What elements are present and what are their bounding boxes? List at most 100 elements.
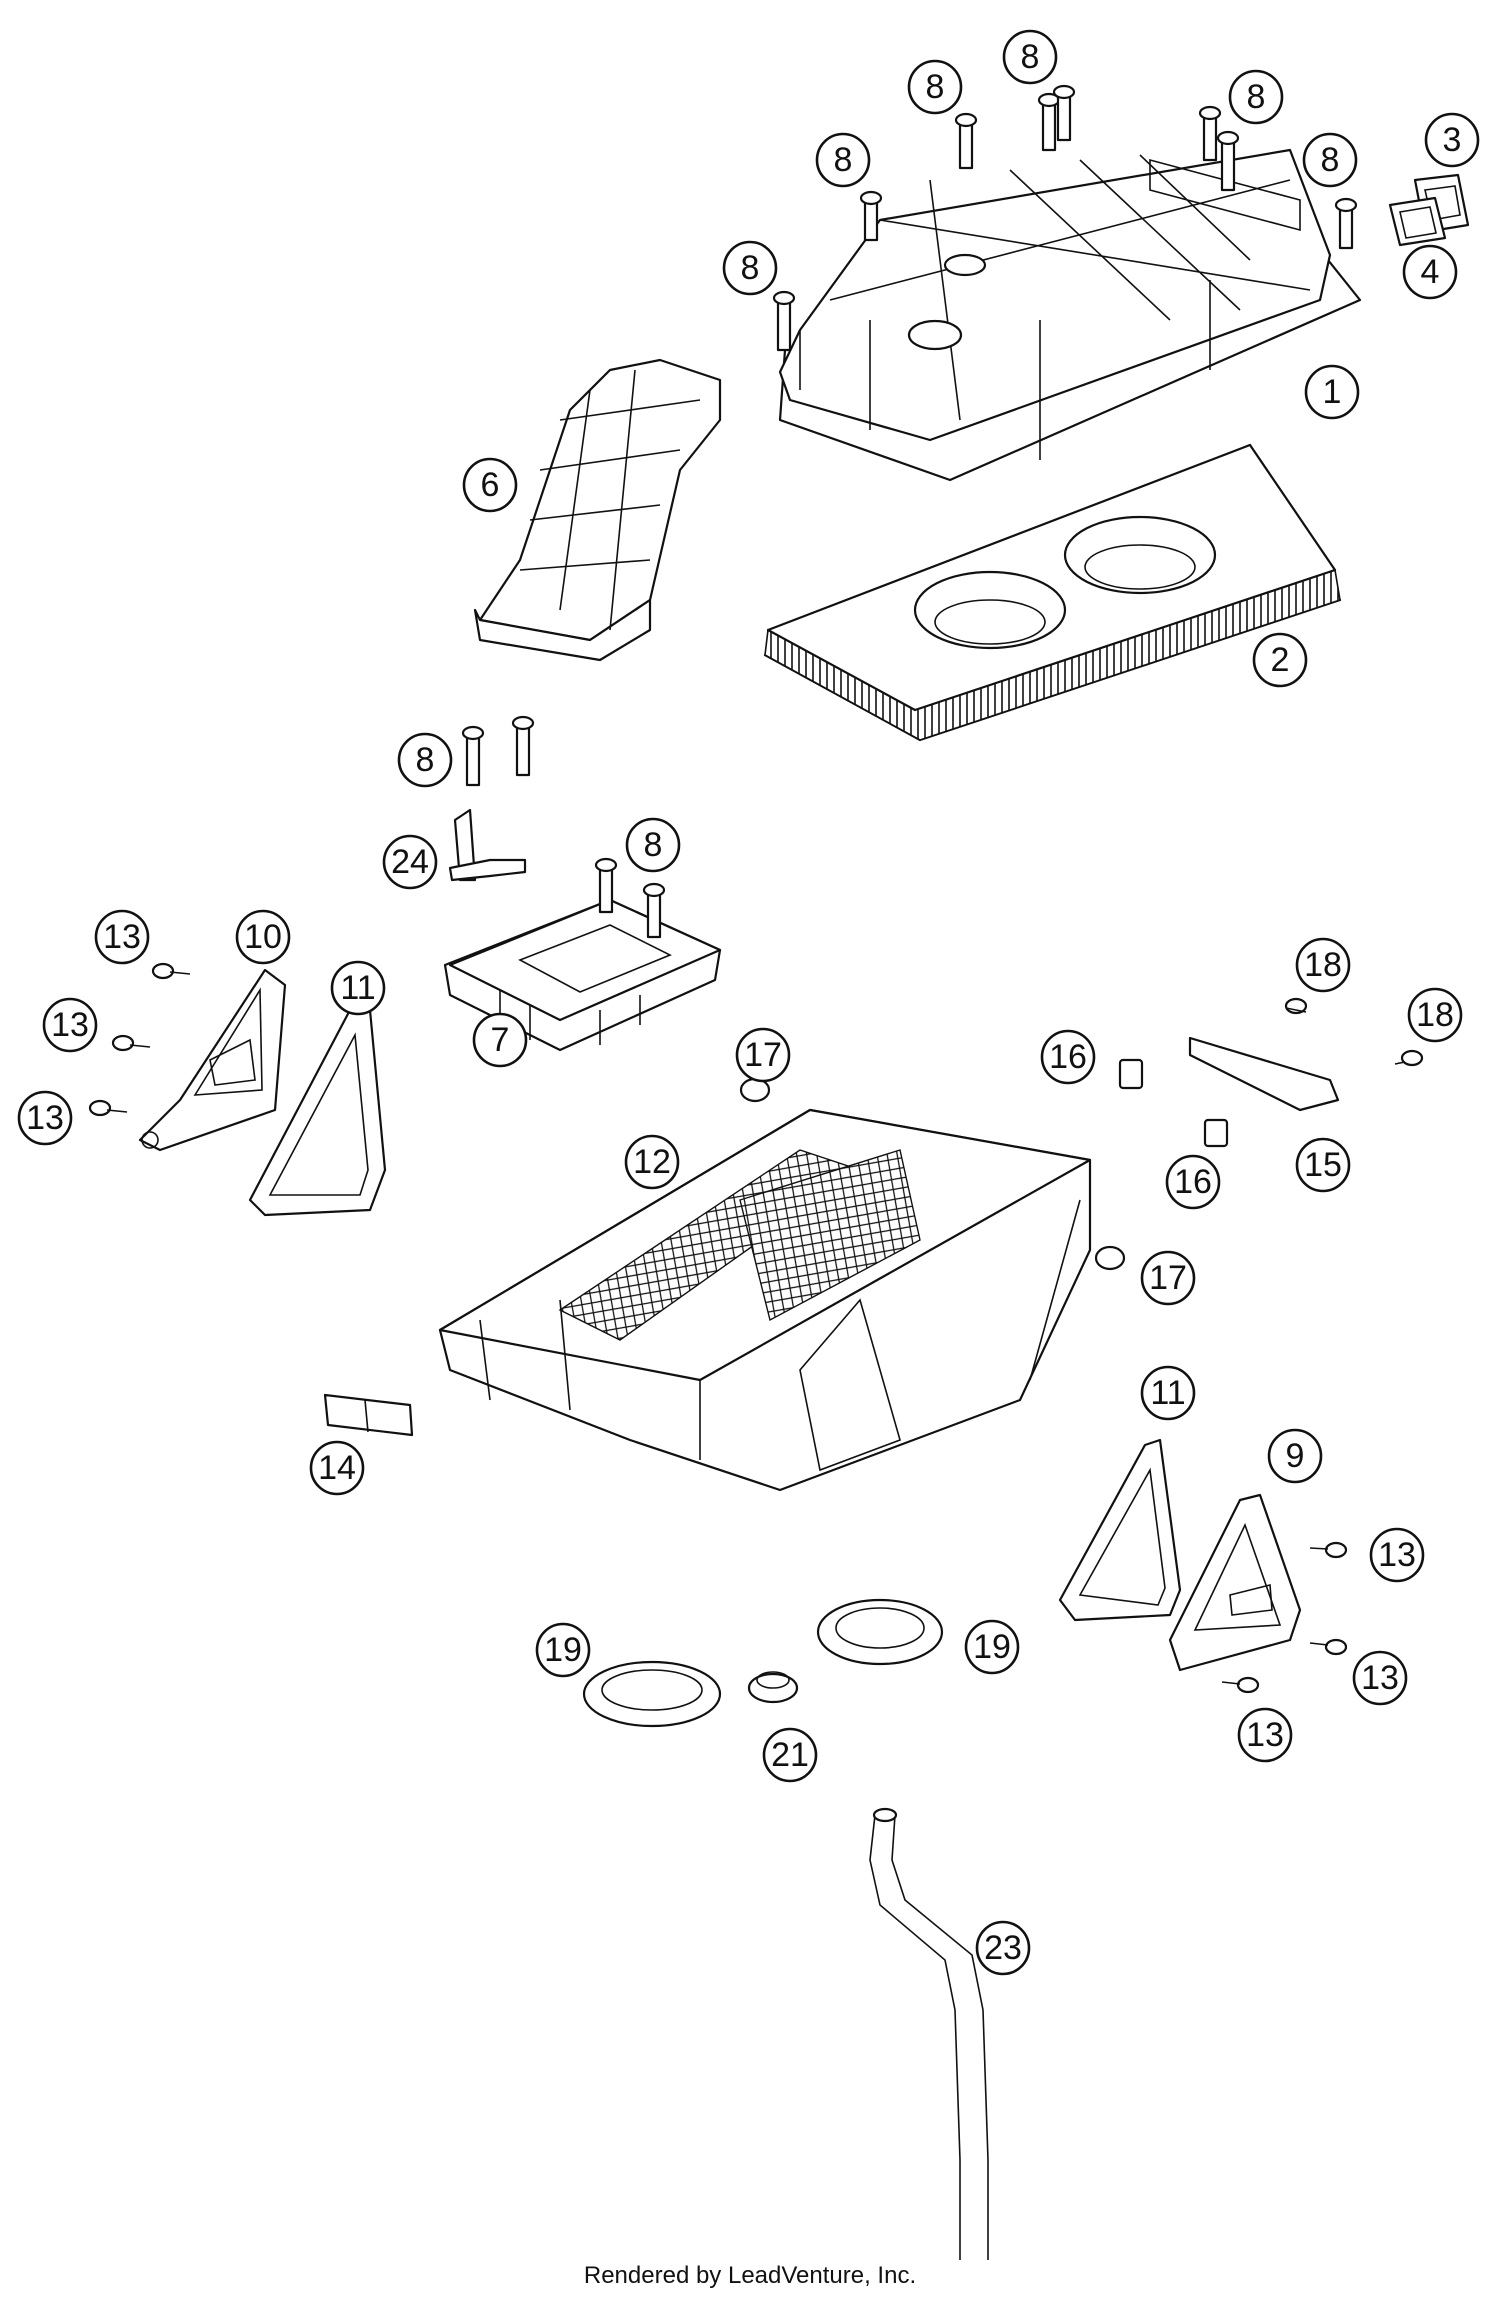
svg-text:15: 15 — [1304, 1146, 1342, 1184]
callout-8-b: 8 — [815, 132, 871, 188]
callout-13-f: 13 — [1237, 1707, 1293, 1763]
retaining-strap — [1188, 1036, 1340, 1112]
svg-text:10: 10 — [244, 918, 282, 956]
callout-8-e: 8 — [1228, 69, 1284, 125]
bracket — [448, 808, 527, 882]
screws-8 — [461, 84, 1358, 939]
side-cover-left — [138, 968, 287, 1152]
svg-text:13: 13 — [1378, 1536, 1416, 1574]
air-filter — [763, 443, 1342, 742]
callout-4: 4 — [1402, 244, 1458, 300]
svg-text:11: 11 — [340, 969, 375, 1007]
callout-18-a: 18 — [1295, 937, 1351, 993]
callout-8-c: 8 — [907, 59, 963, 115]
svg-text:13: 13 — [1361, 1659, 1399, 1697]
svg-text:8: 8 — [1247, 78, 1266, 116]
callout-8-d: 8 — [1002, 29, 1058, 85]
svg-text:6: 6 — [481, 466, 500, 504]
svg-text:18: 18 — [1416, 996, 1454, 1034]
svg-text:18: 18 — [1304, 946, 1342, 984]
svg-text:14: 14 — [318, 1449, 356, 1487]
svg-text:3: 3 — [1443, 121, 1462, 159]
callout-7: 7 — [472, 1012, 528, 1068]
callout-14: 14 — [309, 1440, 365, 1496]
svg-text:16: 16 — [1049, 1038, 1087, 1076]
clip-upper — [1118, 1058, 1144, 1090]
hose-clip — [323, 1393, 414, 1437]
callout-1: 1 — [1304, 364, 1360, 420]
intake-boot — [473, 358, 722, 662]
svg-text:8: 8 — [1321, 141, 1340, 179]
svg-text:1: 1 — [1323, 373, 1342, 411]
clip-lower — [1203, 1118, 1229, 1148]
callout-8-g: 8 — [397, 732, 453, 788]
callout-16-a: 16 — [1040, 1029, 1096, 1085]
callout-8-h: 8 — [625, 817, 681, 873]
callout-11-b: 11 — [1140, 1365, 1196, 1421]
svg-text:8: 8 — [741, 249, 760, 287]
svg-text:7: 7 — [491, 1021, 510, 1059]
svg-text:19: 19 — [973, 1628, 1011, 1666]
svg-text:9: 9 — [1286, 1437, 1305, 1475]
svg-text:13: 13 — [51, 1006, 89, 1044]
grommet-lower — [1094, 1245, 1126, 1271]
grommet-upper — [739, 1077, 771, 1103]
screw-18-a — [1284, 997, 1308, 1015]
callout-11-a: 11 — [330, 960, 386, 1016]
svg-text:12: 12 — [633, 1143, 671, 1181]
callout-18-b: 18 — [1407, 987, 1463, 1043]
callout-24: 24 — [382, 834, 438, 890]
callout-13-d: 13 — [1369, 1527, 1425, 1583]
svg-text:2: 2 — [1271, 641, 1290, 679]
drain-plug — [747, 1671, 799, 1704]
callout-6: 6 — [462, 457, 518, 513]
callout-13-e: 13 — [1352, 1650, 1408, 1706]
svg-text:13: 13 — [26, 1099, 64, 1137]
svg-text:17: 17 — [1149, 1259, 1187, 1297]
callout-17-b: 17 — [1140, 1250, 1196, 1306]
svg-text:24: 24 — [391, 843, 429, 881]
drain-hose — [869, 1807, 989, 2260]
callout-17-a: 17 — [735, 1027, 791, 1083]
screws-13 — [88, 962, 1348, 1694]
callout-10: 10 — [235, 909, 291, 965]
svg-text:13: 13 — [103, 918, 141, 956]
svg-text:17: 17 — [744, 1036, 782, 1074]
gasket-right — [1058, 1438, 1182, 1622]
svg-text:8: 8 — [1021, 38, 1040, 76]
callout-13-c: 13 — [17, 1090, 73, 1146]
svg-text:13: 13 — [1246, 1716, 1284, 1754]
callout-13-a: 13 — [94, 909, 150, 965]
screw-18-b — [1394, 1049, 1424, 1067]
callout-8-f: 8 — [1302, 132, 1358, 188]
callout-9: 9 — [1267, 1428, 1323, 1484]
callout-12: 12 — [624, 1134, 680, 1190]
flap-gasket — [1388, 196, 1447, 247]
svg-text:8: 8 — [644, 826, 663, 864]
callout-2: 2 — [1252, 632, 1308, 688]
callout-21: 21 — [762, 1727, 818, 1783]
svg-text:8: 8 — [834, 141, 853, 179]
svg-text:23: 23 — [984, 1929, 1022, 1967]
callout-23: 23 — [975, 1920, 1031, 1976]
svg-text:19: 19 — [544, 1631, 582, 1669]
svg-text:21: 21 — [771, 1736, 809, 1774]
callout-19-b: 19 — [964, 1619, 1020, 1675]
callout-13-b: 13 — [42, 997, 98, 1053]
callout-15: 15 — [1295, 1137, 1351, 1193]
seal-ring-left — [582, 1660, 722, 1728]
render-credit: Rendered by LeadVenture, Inc. — [583, 2262, 917, 2289]
seal-ring-right — [816, 1598, 944, 1666]
svg-text:8: 8 — [926, 68, 945, 106]
svg-text:16: 16 — [1174, 1163, 1212, 1201]
callout-16-b: 16 — [1165, 1154, 1221, 1210]
airbox-housing — [438, 1108, 1092, 1492]
callout-3: 3 — [1424, 112, 1480, 168]
svg-text:4: 4 — [1421, 253, 1440, 291]
airbox-lid — [778, 148, 1362, 482]
svg-text:8: 8 — [416, 741, 435, 779]
callout-19-a: 19 — [535, 1622, 591, 1678]
side-cover-right — [1168, 1493, 1302, 1672]
svg-text:11: 11 — [1150, 1374, 1185, 1412]
